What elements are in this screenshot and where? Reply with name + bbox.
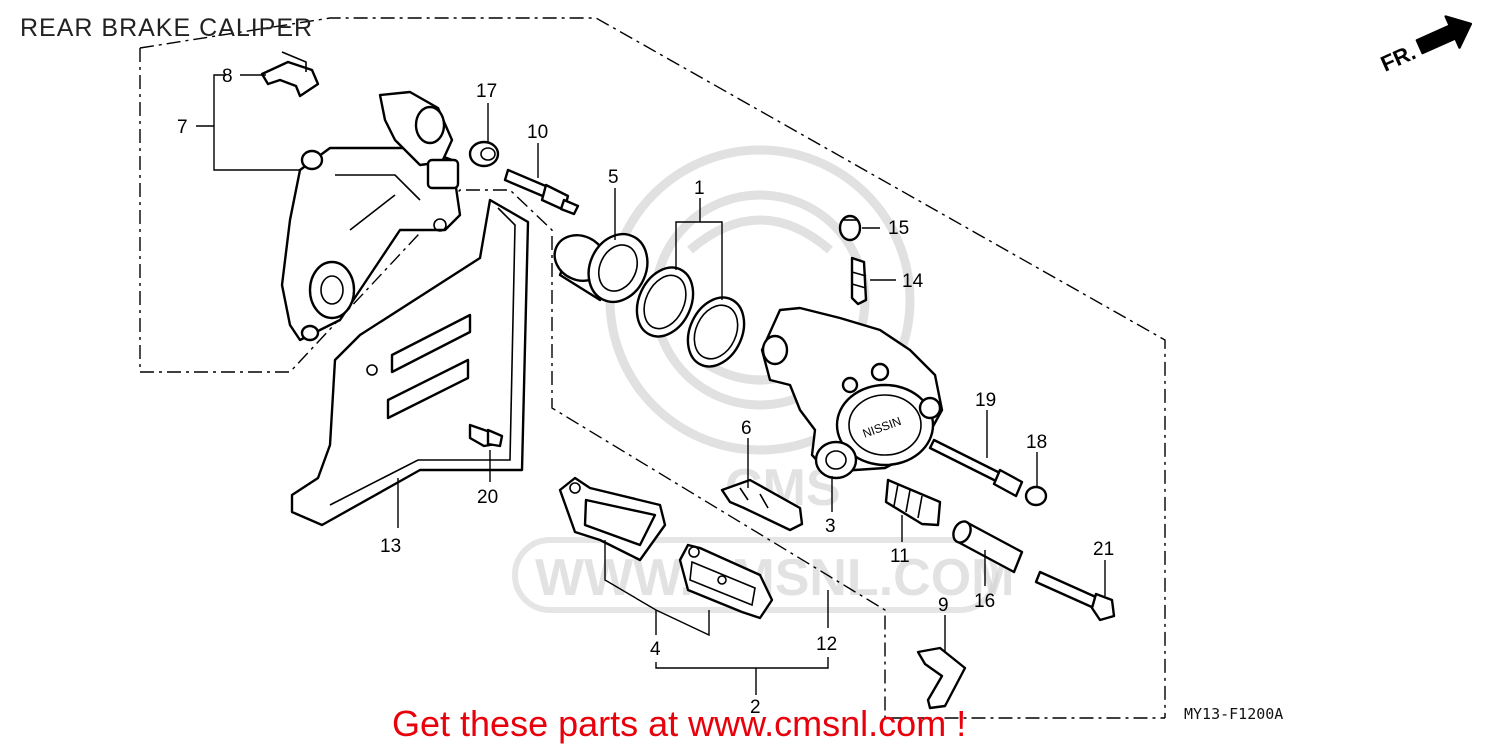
label-part-6: 6 xyxy=(741,418,752,439)
label-part-1: 1 xyxy=(694,178,705,199)
label-part-14: 14 xyxy=(902,271,924,292)
part-11-pin-boot xyxy=(884,478,942,527)
part-5-piston xyxy=(553,232,649,304)
part-13-caliper-cover xyxy=(290,198,530,527)
label-part-18: 18 xyxy=(1026,432,1047,453)
page-title: REAR BRAKE CALIPER xyxy=(20,14,314,42)
label-part-7: 7 xyxy=(177,117,188,138)
part-10-pin-bolt xyxy=(503,168,580,216)
front-arrow-icon xyxy=(1415,15,1473,55)
watermark-url: WWW.CMSNL.COM xyxy=(535,549,1014,607)
label-part-2: 2 xyxy=(750,697,761,718)
label-part-16: 16 xyxy=(974,591,995,612)
part-20-cover-bolt xyxy=(468,423,504,448)
front-direction-indicator: FR. xyxy=(1377,15,1473,77)
label-part-9: 9 xyxy=(938,595,949,616)
assembly-outlines xyxy=(139,17,1166,719)
cms-watermark: CMS WWW.CMSNL.COM xyxy=(512,145,1014,613)
part-6-pad-spring xyxy=(720,478,804,532)
label-part-8: 8 xyxy=(222,66,233,87)
part-7-caliper-bracket xyxy=(280,90,462,342)
label-part-13: 13 xyxy=(380,536,401,557)
part-9-pad-clip xyxy=(916,646,967,710)
label-part-20: 20 xyxy=(477,487,498,508)
fr-label: FR. xyxy=(1377,39,1420,76)
label-part-10: 10 xyxy=(527,122,548,143)
label-part-19: 19 xyxy=(975,390,996,411)
label-part-21: 21 xyxy=(1093,539,1114,560)
part-18-pin-plug xyxy=(1024,485,1048,507)
part-17-bolt-cap xyxy=(468,140,500,168)
label-part-4: 4 xyxy=(650,639,661,660)
part-21-mounting-bolt xyxy=(1034,570,1116,622)
label-part-17: 17 xyxy=(476,81,497,102)
part-4-brake-pad-set xyxy=(558,476,774,620)
part-1-piston-seal-set xyxy=(635,266,746,368)
part-19-pad-pin xyxy=(928,438,1024,498)
part-number-labels: 8 7 17 10 5 1 15 14 19 18 6 3 11 16 21 9… xyxy=(177,66,1114,718)
label-part-11: 11 xyxy=(890,546,910,567)
label-part-5: 5 xyxy=(608,167,619,188)
diagram-code: MY13-F1200A xyxy=(1184,705,1284,723)
part-8-pad-retainer-clip xyxy=(260,51,320,98)
part-14-bleeder-valve xyxy=(850,256,868,306)
label-part-3: 3 xyxy=(825,516,836,537)
part-15-bleeder-cap xyxy=(838,214,862,242)
label-part-12: 12 xyxy=(816,634,837,655)
part-16-pin-sleeve xyxy=(952,520,1024,574)
label-part-15: 15 xyxy=(888,218,909,239)
parts-shop-link[interactable]: Get these parts at www.cmsnl.com ! xyxy=(392,703,967,744)
leader-lines xyxy=(196,74,1106,695)
part-3-caliper-body: NISSIN xyxy=(760,306,944,480)
